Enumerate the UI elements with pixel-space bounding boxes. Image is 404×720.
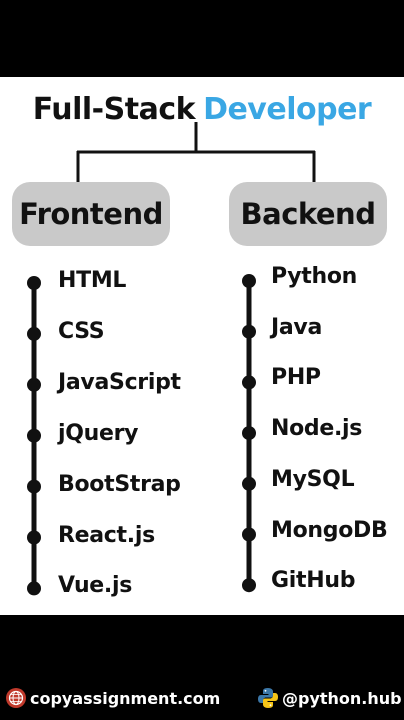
frontend-bullet [27,530,41,545]
backend-item: MongoDB [271,517,388,543]
footer-left[interactable]: copyassignment.com [6,688,220,708]
backend-item: PHP [271,365,321,391]
frontend-item: BootStrap [58,471,181,497]
footer-right-text: @python.hub [282,688,402,708]
frontend-item: React.js [58,522,155,548]
frontend-item: CSS [58,318,105,344]
frontend-bullet [27,581,41,596]
frontend-bullet [27,377,41,392]
frontend-bullet [27,326,41,341]
backend-bullet [242,274,256,288]
frontend-bullet [27,276,41,290]
backend-item: Node.js [271,416,363,442]
backend-label: Backend [240,197,376,231]
frontend-item: jQuery [58,420,139,446]
backend-bullet [242,476,256,491]
backend-item: Python [271,264,358,289]
frontend-item: JavaScript [58,369,181,395]
backend-bullet [242,578,256,593]
backend-item: Java [271,314,323,340]
backend-item: GitHub [271,568,356,594]
globe-icon [6,688,26,708]
frontend-node: Frontend [12,182,170,246]
title-part-1: Full-Stack [32,92,196,127]
frontend-label: Frontend [19,197,163,231]
backend-bullet [242,527,256,542]
backend-bullet [242,426,256,441]
backend-bullet [242,324,256,339]
frontend-bullet [27,479,41,494]
title-part-2: Developer [203,92,372,127]
footer-bar [0,615,404,720]
frontend-item: Vue.js [58,573,133,599]
footer-right[interactable]: @python.hub [256,686,402,710]
backend-bullet [242,375,256,390]
backend-node: Backend [229,182,387,246]
diagram-card [0,77,404,615]
python-logo-icon [256,686,280,710]
backend-item: MySQL [271,466,355,492]
frontend-item: HTML [58,268,127,293]
footer-left-text: copyassignment.com [30,688,221,708]
frontend-bullet [27,428,41,443]
